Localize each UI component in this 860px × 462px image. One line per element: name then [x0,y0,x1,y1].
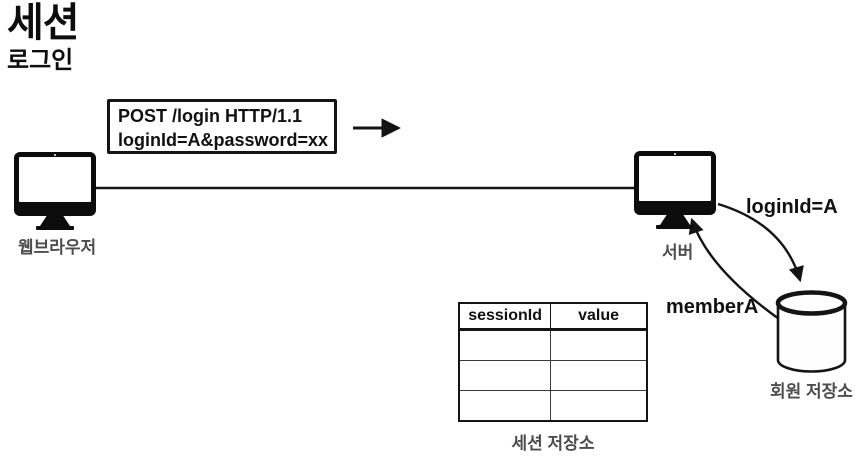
session-table-cell [550,360,648,391]
session-table-row [458,329,648,361]
monitor-screen [19,157,91,202]
monitor-base [656,225,694,229]
login-id-annotation: loginId=A [746,196,838,218]
session-table-header-row: sessionId value [458,302,648,331]
member-store-label: 회원 저장소 [770,382,853,401]
http-request-box: POST /login HTTP/1.1 loginId=A&password=… [107,99,337,154]
browser-monitor-icon [14,152,96,230]
database-cylinder-icon [775,290,848,373]
server-monitor-icon [634,151,716,229]
page-title: 세션 [7,1,80,45]
server-label: 서버 [662,243,694,262]
session-table-cell [458,360,552,391]
monitor-camera-dot [673,152,677,155]
monitor-stand [660,215,690,225]
browser-label: 웹브라우저 [18,238,97,257]
session-table-cell [550,390,648,422]
monitor-base [36,226,74,230]
monitor-stand [40,216,70,226]
monitor-body [634,151,716,215]
page-subtitle: 로그인 [7,47,74,74]
session-table-row [458,360,648,391]
session-table-cell [458,390,552,422]
monitor-body [14,152,96,216]
request-line-2: loginId=A&password=xx [118,130,329,150]
session-table-header-value: value [550,302,648,331]
session-table: sessionId value [458,302,648,422]
session-table-cell [458,329,552,361]
session-table-row [458,390,648,422]
monitor-camera-dot [53,153,57,156]
session-store-label: 세션 저장소 [511,434,595,453]
request-line-1: POST /login HTTP/1.1 [118,106,303,126]
session-table-header-sessionid: sessionId [458,302,552,331]
monitor-screen [639,156,711,201]
session-table-cell [550,329,648,361]
member-annotation: memberA [666,296,759,318]
